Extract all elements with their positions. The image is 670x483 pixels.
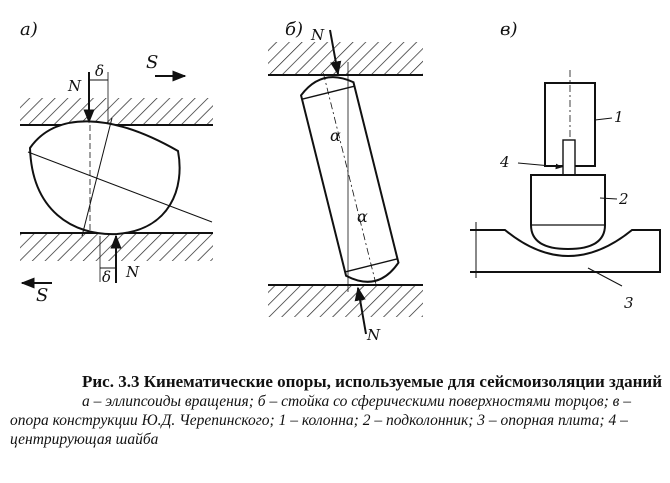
force-n-bottom-label: N <box>366 326 381 344</box>
ellipsoid-axis-minor <box>81 117 113 237</box>
panel-a-label: а) <box>20 19 38 40</box>
delta-bottom-label: δ <box>102 268 111 286</box>
diagram-canvas: а) N δ S N δ S б) <box>20 19 661 344</box>
callout-3-leader <box>587 267 623 287</box>
angle-alpha-bottom-label: α <box>357 207 368 226</box>
column-axis <box>323 73 377 287</box>
callout-1-label: 1 <box>614 108 624 126</box>
panel-b: б) N α α N <box>268 19 423 344</box>
subcolumn-2 <box>530 174 606 251</box>
callout-4-leader <box>517 162 563 170</box>
force-n-top-arrow <box>329 29 342 76</box>
top-plate-hatch <box>20 98 213 125</box>
panel-c-label: в) <box>500 19 518 40</box>
panel-a: а) N δ S N δ S <box>20 19 213 306</box>
angle-alpha-top-label: α <box>330 126 341 145</box>
ellipsoid-body <box>28 120 181 236</box>
base-plate-3 <box>470 229 661 273</box>
force-n-top-label: N <box>67 77 82 95</box>
callout-2-label: 2 <box>618 190 629 208</box>
bottom-plate-hatch <box>268 285 423 317</box>
panel-c: в) 1 2 3 4 <box>470 19 661 312</box>
force-n-top-label: N <box>310 26 325 44</box>
callout-1-leader <box>594 117 613 121</box>
caption-title: Рис. 3.3 Кинематические опоры, используе… <box>82 372 662 391</box>
top-plate-hatch <box>268 42 423 75</box>
callout-4-label: 4 <box>499 153 510 171</box>
callout-3-label: 3 <box>624 294 634 312</box>
shift-s-bottom-label: S <box>36 285 48 306</box>
callout-2-leader <box>599 197 618 200</box>
caption-body: а – эллипсоиды вращения; б – стойка со с… <box>10 393 631 448</box>
delta-top-label: δ <box>95 62 104 80</box>
ellipsoid-axis-major <box>27 151 213 223</box>
column-with-spherical-ends <box>299 73 400 287</box>
panel-b-label: б) <box>285 19 303 40</box>
force-n-bottom-arrow <box>354 286 367 335</box>
figure-caption: Рис. 3.3 Кинематические опоры, используе… <box>10 372 665 449</box>
shift-s-top-label: S <box>146 52 158 73</box>
force-n-bottom-label: N <box>125 263 140 281</box>
